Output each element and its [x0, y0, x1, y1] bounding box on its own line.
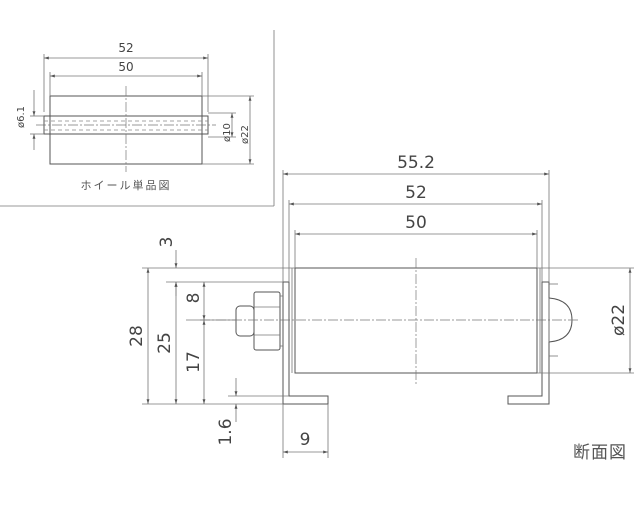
section-dim-diameter: ø22: [609, 304, 629, 336]
section-dim-top-gap: 3: [157, 237, 177, 248]
section-dim-inner: 50: [405, 213, 427, 233]
section-dim-height: 28: [127, 325, 147, 347]
section-dim-foot: 9: [300, 430, 311, 450]
section-caption: 断面図: [573, 443, 627, 463]
wheel-caption: ホイール単品図: [81, 178, 172, 192]
bolt-end: [235, 305, 255, 337]
section-dim-total: 55.2: [397, 153, 435, 173]
wheel-detail-view: 52 50 ø6.1 ø10 ø22 ホイール単品図: [16, 41, 254, 192]
section-view: 55.2 52 50 3 28 25 8 17: [127, 153, 634, 463]
wheel-dim-bore: ø10: [222, 123, 233, 142]
wheel-dim-diameter: ø22: [240, 125, 251, 144]
bracket-left: [282, 281, 329, 405]
section-dim-mid: 25: [155, 332, 175, 354]
wheel-dim-52: 52: [118, 41, 133, 55]
wheel-dim-50: 50: [118, 60, 133, 74]
detail-frame: [0, 30, 275, 207]
nut: [253, 291, 281, 351]
section-dim-thickness: 1.6: [216, 418, 236, 445]
section-dim-outer: 52: [405, 183, 427, 203]
section-dim-axle-top: 8: [184, 293, 204, 304]
section-dim-axle-height: 17: [184, 351, 204, 373]
bracket-right: [507, 281, 550, 405]
wheel-dim-shaft: ø6.1: [16, 106, 27, 128]
